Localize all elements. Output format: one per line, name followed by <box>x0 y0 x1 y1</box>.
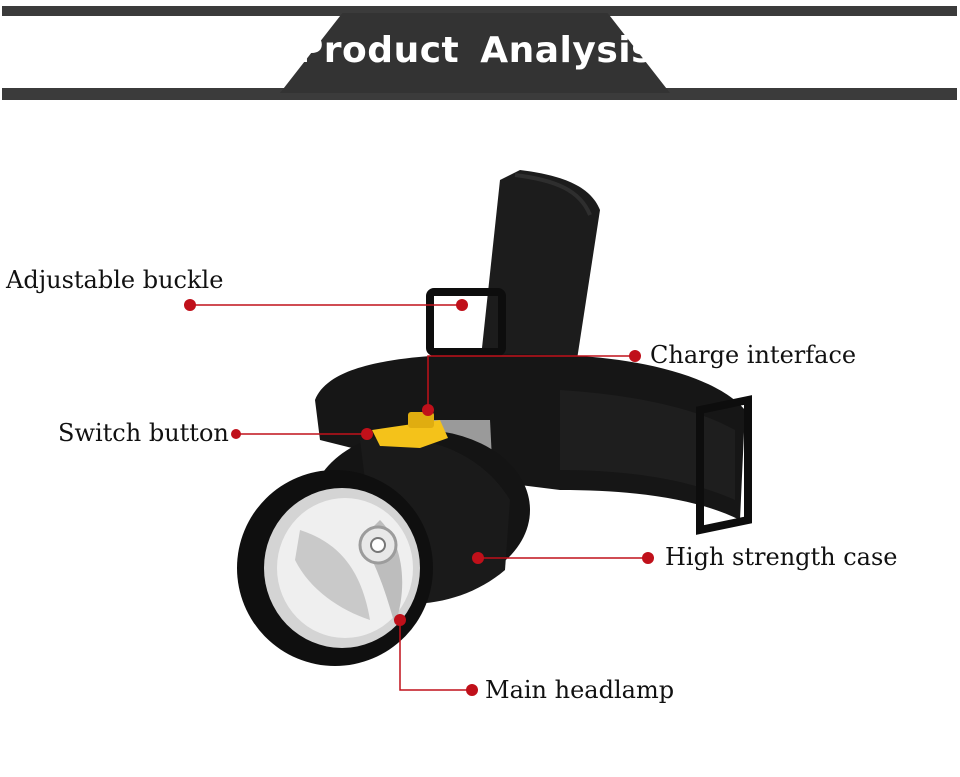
leader-charge-interface <box>427 355 635 408</box>
title-banner <box>280 13 670 93</box>
dot-headlamp-top <box>394 614 406 626</box>
header-bar-top <box>2 6 957 16</box>
page-title: Product Analysis <box>296 30 654 71</box>
dot-charge-bottom <box>422 404 434 416</box>
label-high-strength-case: High strength case <box>665 543 898 571</box>
dot-switch-right <box>361 428 373 440</box>
dot-case-right <box>642 552 654 564</box>
label-switch-button: Switch button <box>58 419 229 447</box>
label-charge-interface: Charge interface <box>650 341 857 369</box>
head-strap <box>315 353 745 520</box>
leader-main-headlamp <box>399 620 472 691</box>
dot-headlamp-right <box>466 684 478 696</box>
dot-charge-right <box>629 350 641 362</box>
label-main-headlamp: Main headlamp <box>485 676 675 704</box>
strap-buckle-top <box>426 288 506 356</box>
dot-case-left <box>472 552 484 564</box>
dot-buckle-right <box>456 299 468 311</box>
header-bar-bottom <box>2 88 957 100</box>
label-adjustable-buckle: Adjustable buckle <box>6 266 224 294</box>
dot-switch-left <box>231 429 241 439</box>
strap-buckle-side <box>696 395 752 535</box>
dot-buckle-left <box>184 299 196 311</box>
